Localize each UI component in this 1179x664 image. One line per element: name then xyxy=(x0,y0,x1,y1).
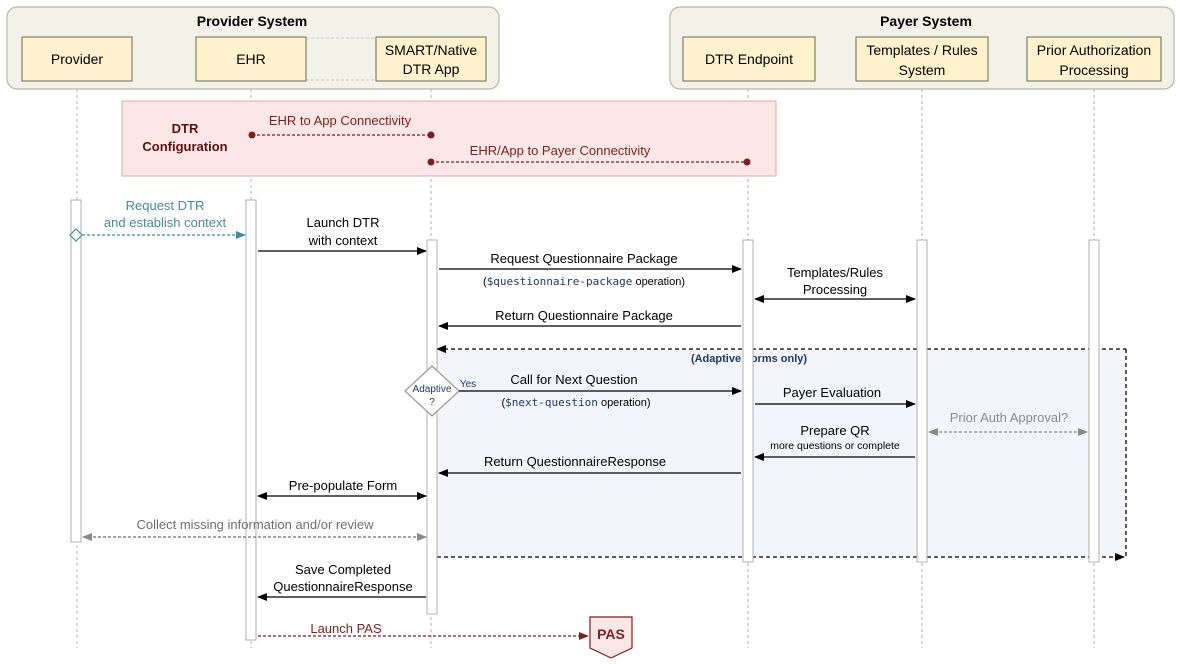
participant-dtr-endpoint: DTR Endpoint xyxy=(682,36,816,82)
msg-request-package: Request Questionnaire Package ($question… xyxy=(439,251,742,288)
msg-label: Collect missing information and/or revie… xyxy=(137,517,375,532)
msg-label: Call for Next Question xyxy=(510,372,637,387)
msg-label: Prepare QR xyxy=(800,423,869,438)
msg-label: Request Questionnaire Package xyxy=(490,251,677,266)
activation-bars xyxy=(70,199,1100,641)
msg-request-dtr: Request DTR and establish context xyxy=(69,198,246,242)
msg-label: QuestionnaireResponse xyxy=(273,579,412,594)
msg-label: with context xyxy=(308,233,378,248)
configuration-label: DTR xyxy=(172,121,199,136)
adaptive-forms-region: (Adaptive Forms only) xyxy=(436,345,1127,561)
msg-prepare-qr: Prepare QR more questions or complete xyxy=(754,423,915,461)
msg-label: Pre-populate Form xyxy=(289,478,397,493)
start-diamond-icon xyxy=(69,228,83,242)
participant-ehr: EHR xyxy=(195,36,307,82)
participant-dtr-app: SMART/Native DTR App xyxy=(375,36,487,82)
operation-label: ($questionnaire-package operation) xyxy=(483,275,685,288)
msg-label: Processing xyxy=(803,282,867,297)
pas-connector: PAS xyxy=(589,616,633,659)
participant-provider: Provider xyxy=(21,36,133,82)
msg-label: Templates/Rules xyxy=(787,265,884,280)
msg-label: Request DTR xyxy=(126,198,205,213)
offpage-connector-icon xyxy=(589,616,633,659)
msg-launch-dtr: Launch DTR with context xyxy=(258,215,427,255)
msg-next-question: Call for Next Question ($next-question o… xyxy=(459,372,742,409)
payer-system-title: Payer System xyxy=(880,13,972,29)
msg-sublabel: more questions or complete xyxy=(770,440,900,452)
msg-return-package: Return Questionnaire Package xyxy=(438,308,741,330)
participant-label: SMART/Native xyxy=(385,42,478,58)
participant-label: System xyxy=(899,62,946,78)
participant-label: DTR Endpoint xyxy=(705,51,793,67)
app-payer-connectivity-label: EHR/App to Payer Connectivity xyxy=(470,143,651,158)
participant-label: EHR xyxy=(236,51,266,67)
msg-prior-auth: Prior Auth Approval? xyxy=(928,410,1088,436)
msg-return-qr: Return QuestionnaireResponse xyxy=(438,454,741,477)
participant-prior-auth: Prior Authorization Processing xyxy=(1026,36,1162,82)
msg-label: and establish context xyxy=(104,215,227,230)
msg-payer-evaluation: Payer Evaluation xyxy=(755,385,916,408)
msg-label: Save Completed xyxy=(295,562,391,577)
msg-prepopulate: Pre-populate Form xyxy=(257,478,427,500)
msg-label: Launch PAS xyxy=(310,621,382,636)
decision-label: ? xyxy=(429,397,435,408)
msg-label: Launch DTR xyxy=(307,215,380,230)
decision-label: Adaptive xyxy=(413,384,452,395)
msg-collect-info: Collect missing information and/or revie… xyxy=(82,517,427,541)
msg-label: Return Questionnaire Package xyxy=(495,308,673,323)
decision-diamond-icon xyxy=(404,365,460,417)
participant-label: DTR App xyxy=(403,61,460,77)
msg-label: Payer Evaluation xyxy=(783,385,881,400)
participant-label: Provider xyxy=(51,51,103,67)
ehr-app-connectivity-label: EHR to App Connectivity xyxy=(269,113,412,128)
msg-templates-processing: Templates/Rules Processing xyxy=(754,265,916,303)
msg-launch-pas: Launch PAS xyxy=(258,621,589,640)
dtr-configuration-band: DTR Configuration EHR to App Connectivit… xyxy=(121,100,777,177)
operation-label: ($next-question operation) xyxy=(502,396,651,409)
pas-label: PAS xyxy=(597,626,625,642)
decision-yes-label: Yes xyxy=(460,379,476,390)
participant-label: Processing xyxy=(1059,62,1128,78)
msg-save-qr: Save Completed QuestionnaireResponse xyxy=(257,562,426,601)
msg-label: Prior Auth Approval? xyxy=(950,410,1069,425)
configuration-label: Configuration xyxy=(142,139,227,154)
provider-system-title: Provider System xyxy=(197,13,308,29)
participant-label: Prior Authorization xyxy=(1037,42,1151,58)
msg-label: Return QuestionnaireResponse xyxy=(484,454,666,469)
adaptive-decision: Adaptive ? Yes xyxy=(404,365,476,417)
participant-label: Templates / Rules xyxy=(866,42,977,58)
participant-templates-rules: Templates / Rules System xyxy=(855,36,989,82)
